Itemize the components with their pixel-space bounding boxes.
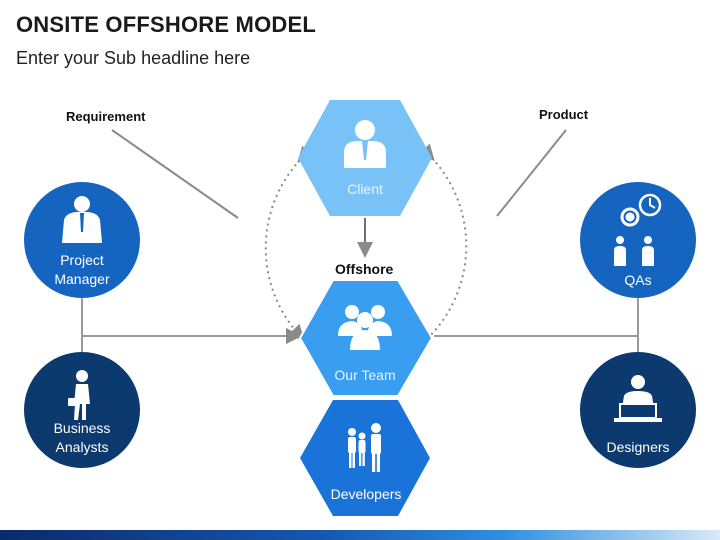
business-analysts-label: Business Analysts — [53, 420, 111, 455]
client-label: Client — [347, 181, 383, 197]
right-dotted-arc — [417, 143, 468, 337]
our-team-label: Our Team — [334, 367, 396, 383]
designers-label: Designers — [606, 439, 670, 455]
requirement-line — [111, 129, 239, 219]
product-label: Product — [539, 107, 589, 122]
developers-label: Developers — [330, 486, 402, 502]
project-manager-label: Project Manager — [54, 252, 110, 287]
footer-gradient-bar — [0, 530, 720, 540]
team-icon — [338, 305, 392, 350]
businessman-icon — [344, 120, 386, 168]
product-line — [496, 129, 567, 217]
left-dotted-arc — [264, 145, 315, 341]
people-standing-icon — [348, 423, 381, 472]
offshore-label: Offshore — [335, 261, 394, 277]
gears-clock-icon — [614, 193, 662, 266]
page-subtitle: Enter your Sub headline here — [16, 48, 251, 68]
analyst-walking-icon — [68, 370, 90, 420]
developers-hexagon[interactable] — [300, 400, 430, 516]
manager-icon — [62, 196, 102, 243]
page-title: ONSITE OFFSHORE MODEL — [16, 12, 316, 37]
requirement-label: Requirement — [66, 109, 146, 124]
designer-at-desk-icon — [614, 375, 662, 422]
qas-label: QAs — [624, 272, 652, 288]
qas-circle[interactable] — [580, 182, 696, 298]
